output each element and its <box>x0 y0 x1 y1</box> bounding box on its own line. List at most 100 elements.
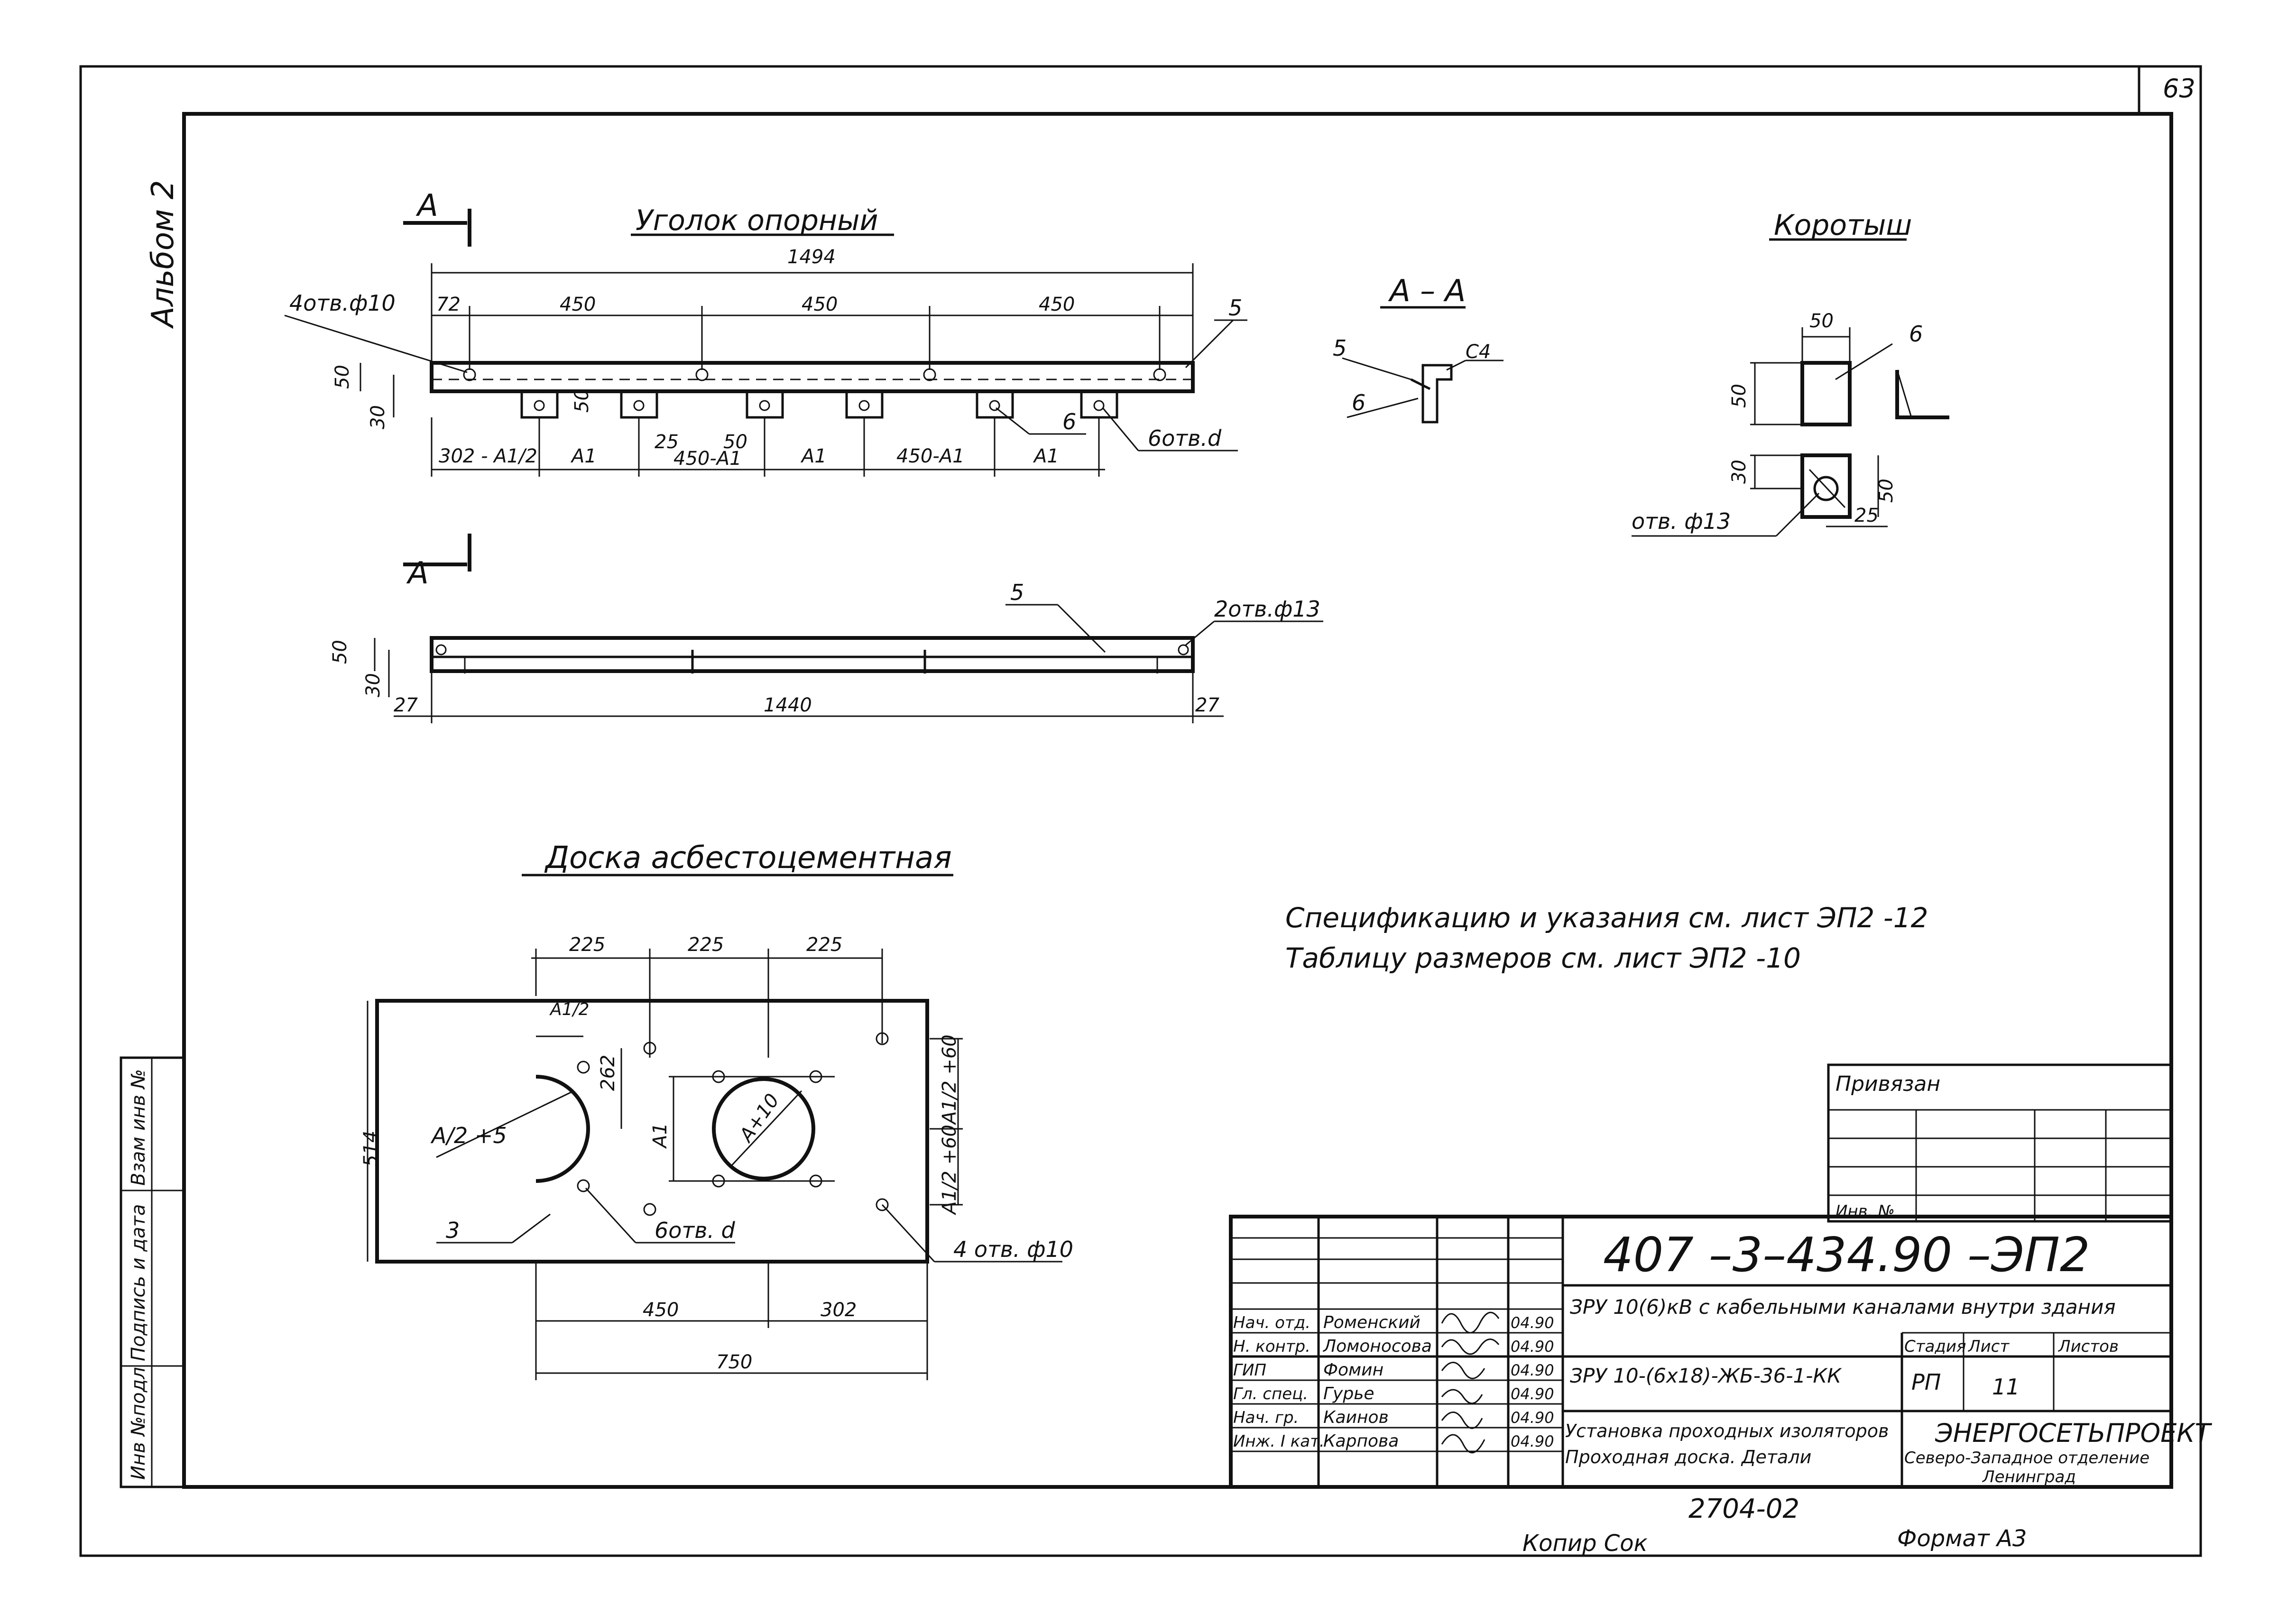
section-aa: А – А 5 6 С4 <box>1333 274 1503 424</box>
left-dim-50: 50 <box>332 365 353 389</box>
board-body <box>375 999 929 1264</box>
title-block: Привязан Инв. № 407 –3–434.90 –ЭП2 ЗРУ 1… <box>1229 1063 2213 1489</box>
staff-role-2: ГИП <box>1233 1361 1266 1380</box>
board-callout-holes-d: 6отв. d <box>655 1218 736 1243</box>
staff-role-3: Гл. спец. <box>1233 1384 1308 1403</box>
doc-code: 407 –3–434.90 –ЭП2 <box>1603 1227 2090 1283</box>
staff-name-0: Роменский <box>1323 1313 1420 1332</box>
board-top-dim-0: 225 <box>569 934 605 956</box>
sp-dim-50-right: 50 <box>1875 479 1897 503</box>
bottom-dim-2: 450-А1 <box>673 448 742 470</box>
board-dim-a1: А1 <box>649 1123 671 1149</box>
staff-date-0: 04.90 <box>1511 1314 1554 1332</box>
side-callout-holes: 2отв.ф13 <box>1214 596 1320 622</box>
strip-vzam: Взам инв № <box>128 1069 149 1186</box>
footer-copied: Копир Сок <box>1522 1530 1648 1557</box>
org-name: ЭНЕРГОСЕТЬПРОЕКТ <box>1935 1418 2213 1448</box>
side-dim-27-left: 27 <box>394 694 418 716</box>
board-dim-a1-2: А1/2 <box>549 1000 590 1019</box>
dim-450-a: 450 <box>560 294 596 315</box>
board-bottom-450: 450 <box>643 1299 679 1321</box>
short-piece-body <box>1800 361 1852 426</box>
side-dim-27-right: 27 <box>1195 694 1219 716</box>
signature-1 <box>1441 1338 1500 1355</box>
board-height: 514 <box>360 1131 382 1167</box>
board-right-dim-1: А1/2 +60 <box>939 1125 960 1216</box>
org-city: Ленинград <box>1982 1467 2076 1486</box>
outer-frame <box>79 65 2202 1557</box>
strip-inv-podl: Инв №подл <box>128 1367 149 1480</box>
bottom-dim-0: 302 - А1/2 <box>439 445 537 467</box>
board-top-dim-1: 225 <box>688 934 724 956</box>
left-dim-30: 30 <box>367 405 389 429</box>
section-aa-title: А – А <box>1388 274 1466 309</box>
angle-side-view: А 50 30 27 1440 27 5 2отв.ф13 <box>329 534 1323 723</box>
board-right-dim-0: А1/2 +60 <box>939 1034 960 1126</box>
drawing-title-1: Установка проходных изоляторов <box>1565 1421 1889 1441</box>
board-callout-3: 3 <box>446 1218 460 1243</box>
board-callout-holes-10: 4 отв. ф10 <box>953 1236 1073 1262</box>
short-piece-plan <box>1800 453 1852 519</box>
sp-dim-25: 25 <box>1854 505 1879 526</box>
bottom-dim-1: А1 <box>570 445 597 467</box>
mid-dim-25: 25 <box>655 431 679 453</box>
note-spec: Спецификацию и указания см. лист ЭП2 -12 <box>1285 902 1928 934</box>
signature-4 <box>1441 1412 1483 1429</box>
sp-dim-50-top: 50 <box>1809 310 1834 332</box>
sheet-value: 11 <box>1992 1374 2020 1400</box>
staff-role-1: Н. контр. <box>1233 1337 1310 1356</box>
angle-body <box>430 361 1195 393</box>
staff-date-5: 04.90 <box>1511 1432 1554 1450</box>
callout-6: 6 <box>1062 409 1076 434</box>
overall-dim: 1494 <box>787 246 836 268</box>
angle-side-body <box>430 636 1195 673</box>
board-title: Доска асбестоцементная <box>544 840 952 876</box>
staff-date-2: 04.90 <box>1511 1361 1554 1379</box>
signature-0 <box>1441 1311 1500 1334</box>
side-dim-30: 30 <box>362 673 384 697</box>
aa-label-c4: С4 <box>1466 341 1491 363</box>
footer-format: Формат А3 <box>1897 1525 2027 1552</box>
staff-name-3: Гурье <box>1323 1384 1374 1403</box>
section-marker-top: А <box>415 188 438 223</box>
dim-450-c: 450 <box>1039 294 1075 315</box>
project-name: ЗРУ 10(6)кВ с кабельными каналами внутри… <box>1570 1295 2116 1319</box>
sheets-header: Листов <box>2057 1337 2119 1356</box>
side-dim-1440: 1440 <box>764 694 812 716</box>
mid-dim-50b: 50 <box>723 431 747 453</box>
short-piece: Коротыш 50 50 6 30 50 25 отв. ф13 <box>1632 209 1949 537</box>
staff-role-5: Инж. I кат. <box>1233 1432 1325 1451</box>
sp-hole-label: отв. ф13 <box>1632 508 1731 534</box>
drawing-title-2: Проходная доска. Детали <box>1565 1447 1811 1467</box>
board-dim-262: 262 <box>597 1055 619 1091</box>
staff-name-2: Фомин <box>1323 1360 1384 1380</box>
signature-3 <box>1441 1389 1483 1404</box>
signature-5 <box>1441 1434 1485 1454</box>
section-marker-bottom: А <box>406 556 429 591</box>
stage-header: Стадия <box>1904 1337 1966 1356</box>
aa-label-5: 5 <box>1333 335 1347 361</box>
staff-name-5: Карпова <box>1323 1431 1399 1451</box>
staff-date-4: 04.90 <box>1511 1409 1554 1427</box>
staff-date-1: 04.90 <box>1511 1338 1554 1356</box>
sp-dim-30: 30 <box>1728 460 1750 484</box>
subproject-name: ЗРУ 10-(6х18)-ЖБ-36-1-КК <box>1570 1364 1842 1387</box>
dim-450-b: 450 <box>802 294 838 315</box>
album-label: Альбом 2 <box>146 180 181 329</box>
dim-72: 72 <box>436 294 461 315</box>
bottom-dim-3: А1 <box>800 445 827 467</box>
mid-dim-50: 50 <box>571 388 593 413</box>
bottom-dim-5: А1 <box>1033 445 1059 467</box>
side-dim-50: 50 <box>329 640 351 664</box>
footer-number: 2704-02 <box>1688 1494 1799 1524</box>
callout-5: 5 <box>1228 295 1242 321</box>
side-callout-5: 5 <box>1010 580 1024 605</box>
short-piece-title: Коротыш <box>1774 209 1912 242</box>
signature-2 <box>1441 1362 1485 1379</box>
note-table: Таблицу размеров см. лист ЭП2 -10 <box>1285 942 1801 974</box>
staff-date-3: 04.90 <box>1511 1385 1554 1403</box>
angle-support-title: Уголок опорный <box>636 204 878 237</box>
holes-label: 4отв.ф10 <box>289 290 396 316</box>
stage-value: РП <box>1911 1369 1941 1395</box>
org-branch: Северо-Западное отделение <box>1904 1449 2149 1467</box>
